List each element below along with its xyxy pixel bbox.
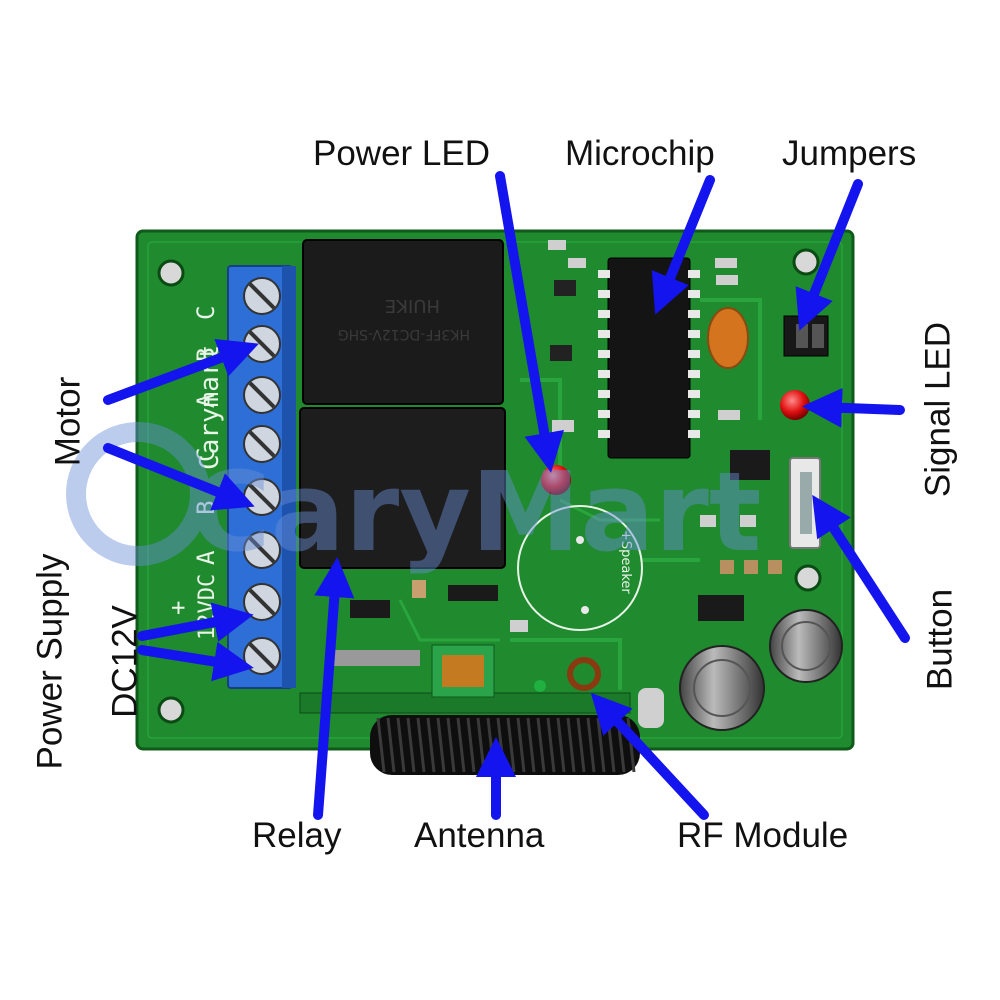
antenna-coil-turn bbox=[576, 717, 586, 773]
chip-pin bbox=[598, 430, 610, 438]
terminal-screw bbox=[243, 277, 281, 315]
mounting-hole bbox=[157, 259, 185, 287]
antenna-coil-turn bbox=[536, 717, 546, 773]
chip-pin bbox=[598, 290, 610, 298]
terminal-screw bbox=[243, 325, 281, 363]
jumper-block bbox=[783, 315, 829, 357]
antenna-coil-turn bbox=[416, 717, 426, 773]
tactile-button bbox=[789, 457, 821, 549]
relay-marking: HK3FF-DC12V-SHG bbox=[338, 326, 470, 342]
relay-2 bbox=[299, 407, 506, 569]
label-antenna: Antenna bbox=[414, 816, 545, 855]
chip-pin bbox=[598, 390, 610, 398]
speaker-outline: +Speaker bbox=[517, 505, 643, 631]
antenna-coil-turn bbox=[586, 717, 596, 773]
chip-pin bbox=[688, 270, 700, 278]
label-dc12v: DC12V bbox=[105, 605, 145, 718]
terminal-screw bbox=[243, 583, 281, 621]
ceramic-capacitor bbox=[707, 307, 749, 369]
arrow-power-supply bbox=[137, 602, 254, 642]
antenna-coil-turn bbox=[526, 717, 536, 773]
electrolytic-capacitor bbox=[769, 609, 843, 683]
mounting-hole bbox=[794, 564, 822, 592]
label-motor: Motor bbox=[48, 376, 88, 467]
label-rf-module: RF Module bbox=[677, 816, 849, 855]
chip-pin bbox=[598, 310, 610, 318]
electrolytic-capacitor bbox=[679, 645, 765, 731]
antenna-coil-turn bbox=[426, 717, 436, 773]
rf-module bbox=[299, 644, 664, 728]
antenna-coil-turn bbox=[406, 717, 416, 773]
label-power-led: Power LED bbox=[313, 134, 491, 173]
label-power-supply: Power Supply bbox=[30, 553, 70, 770]
coiled-antenna bbox=[370, 715, 640, 775]
antenna-coil-turn bbox=[456, 717, 466, 773]
relay-marking: HUIKE bbox=[385, 295, 440, 316]
chip-pin bbox=[598, 370, 610, 378]
chip-pin bbox=[598, 410, 610, 418]
terminal-letter: + bbox=[164, 601, 192, 615]
antenna-coil-turn bbox=[396, 717, 406, 773]
arrow-motor bbox=[103, 338, 259, 405]
chip-pin bbox=[688, 410, 700, 418]
chip-pin bbox=[688, 370, 700, 378]
chip-pin bbox=[688, 330, 700, 338]
chip-pin bbox=[598, 350, 610, 358]
antenna-coil-turn bbox=[546, 717, 556, 773]
label-jumpers: Jumpers bbox=[782, 134, 917, 173]
callout-arrows bbox=[103, 171, 910, 820]
mounting-hole bbox=[157, 696, 185, 724]
antenna-coil-turn bbox=[446, 717, 456, 773]
relay-1: HUIKE HK3FF-DC12V-SHG bbox=[302, 239, 504, 405]
terminal-screw bbox=[243, 425, 281, 463]
antenna-coil-turn bbox=[386, 717, 396, 773]
terminal-letter: A bbox=[192, 393, 220, 408]
arrow-power-led bbox=[495, 171, 564, 473]
arrow-button bbox=[812, 494, 910, 643]
arrow-rf-module bbox=[590, 692, 709, 820]
antenna-coil-turn bbox=[556, 717, 566, 773]
arrow-jumpers bbox=[795, 179, 863, 331]
label-signal-led: Signal LED bbox=[918, 321, 958, 498]
arrow-microchip bbox=[651, 175, 715, 315]
terminal-screw bbox=[243, 376, 281, 414]
arrow-relay bbox=[313, 557, 355, 820]
terminal-screw bbox=[243, 637, 281, 675]
chip-pin bbox=[688, 290, 700, 298]
signal-led bbox=[780, 390, 810, 420]
speaker-silkscreen: +Speaker bbox=[618, 530, 633, 594]
chip-pin bbox=[598, 270, 610, 278]
smd-components bbox=[350, 240, 782, 632]
mounting-hole bbox=[792, 248, 820, 276]
chip-pin bbox=[688, 390, 700, 398]
arrow-signal-led bbox=[802, 387, 905, 428]
arrow-power-supply bbox=[137, 641, 254, 682]
chip-pin bbox=[598, 330, 610, 338]
arrow-motor bbox=[103, 443, 255, 511]
microchip bbox=[598, 257, 700, 459]
terminal-letter: A bbox=[192, 550, 220, 565]
antenna-coil-turn bbox=[376, 717, 386, 773]
antenna-coil-turn bbox=[566, 717, 576, 773]
terminal-letter: C bbox=[192, 448, 220, 462]
terminal-screw bbox=[243, 531, 281, 569]
watermark: CaryMart bbox=[66, 422, 761, 576]
chip-pin bbox=[688, 350, 700, 358]
label-relay: Relay bbox=[252, 816, 342, 855]
label-button: Button bbox=[920, 588, 960, 691]
antenna-coil-turn bbox=[436, 717, 446, 773]
antenna-coil-turn bbox=[466, 717, 476, 773]
terminal-letter: C bbox=[192, 306, 220, 320]
chip-pin bbox=[688, 310, 700, 318]
antenna-coil-turn bbox=[516, 717, 526, 773]
chip-pin bbox=[688, 430, 700, 438]
watermark-text: CaryMart bbox=[190, 448, 761, 576]
label-microchip: Microchip bbox=[565, 134, 715, 173]
